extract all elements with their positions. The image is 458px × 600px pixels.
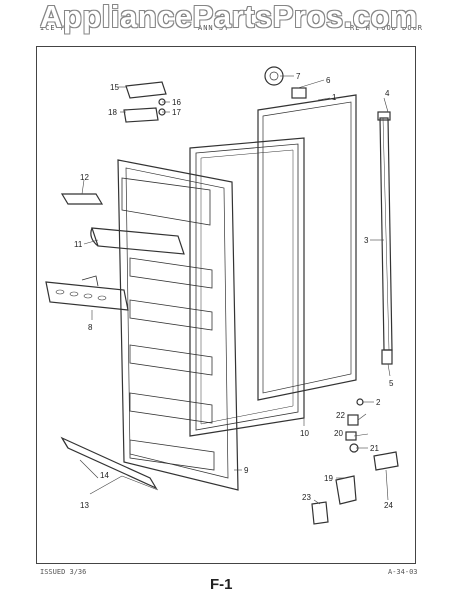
callout-15: 15 <box>110 83 119 92</box>
diagram-code: A-34-03 <box>388 568 418 576</box>
callout-7: 7 <box>296 72 301 81</box>
callout-23: 23 <box>302 493 311 502</box>
header-right: RE'H FOOD DOOR <box>350 24 424 32</box>
callout-3: 3 <box>364 236 369 245</box>
callout-22: 22 <box>336 411 345 420</box>
callout-8: 8 <box>88 323 93 332</box>
callout-21: 21 <box>370 444 379 453</box>
callout-2: 2 <box>376 398 381 407</box>
callout-5: 5 <box>389 379 394 388</box>
callout-6: 6 <box>326 76 331 85</box>
callout-24: 24 <box>384 501 393 510</box>
callout-10: 10 <box>300 429 309 438</box>
callout-1: 1 <box>332 93 337 102</box>
issued-note: ISSUED 3/36 <box>40 568 87 576</box>
callout-16: 16 <box>172 98 181 107</box>
callout-11: 11 <box>74 240 83 249</box>
callout-17: 17 <box>172 108 181 117</box>
callout-12: 12 <box>80 173 89 182</box>
page-number: F-1 <box>210 576 233 593</box>
callout-18: 18 <box>108 108 117 117</box>
diagram-frame <box>36 46 416 564</box>
callout-19: 19 <box>324 474 333 483</box>
callout-4: 4 <box>385 89 390 98</box>
header-left: ICE MO <box>40 24 72 32</box>
watermark: AppliancePartsPros.com <box>40 0 418 34</box>
callout-14: 14 <box>100 471 109 480</box>
header-center: ANN ST <box>198 24 230 32</box>
callout-20: 20 <box>334 429 343 438</box>
callout-9: 9 <box>244 466 249 475</box>
callout-13: 13 <box>80 501 89 510</box>
